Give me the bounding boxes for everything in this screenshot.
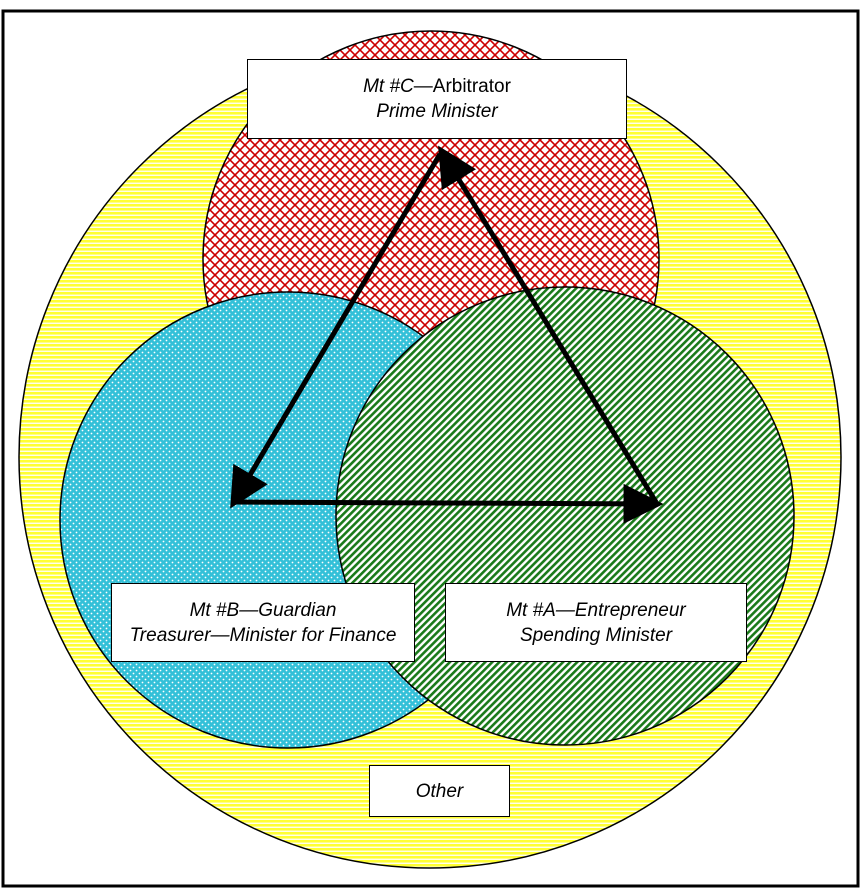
mt-a-person: Spending Minister [519,624,673,646]
label-box-mt-b: Mt #B—Guardian Treasurer—Minister for Fi… [111,583,415,662]
mt-b-title: Mt #B—Guardian [189,599,337,621]
arrow-b-to-a [235,483,664,524]
other-label: Other [415,780,464,802]
mt-c-person: Prime Minister [376,101,498,122]
mt-c-role: —Arbitrator [413,76,511,97]
relationship-triangle [230,145,664,524]
arrow-a-to-c [438,145,659,504]
label-box-mt-a: Mt #A—Entrepreneur Spending Minister [445,583,747,662]
arrow-c-to-b [230,152,443,509]
mt-a-title: Mt #A—Entrepreneur [506,599,686,621]
mt-c-title-line: Mt #C—Arbitrator [363,74,511,99]
mt-b-person: Treasurer—Minister for Finance [129,624,397,646]
label-box-other: Other [369,765,510,817]
label-box-mt-c: Mt #C—Arbitrator Prime Minister [247,59,627,139]
mt-c-title: Mt #C [363,76,414,97]
